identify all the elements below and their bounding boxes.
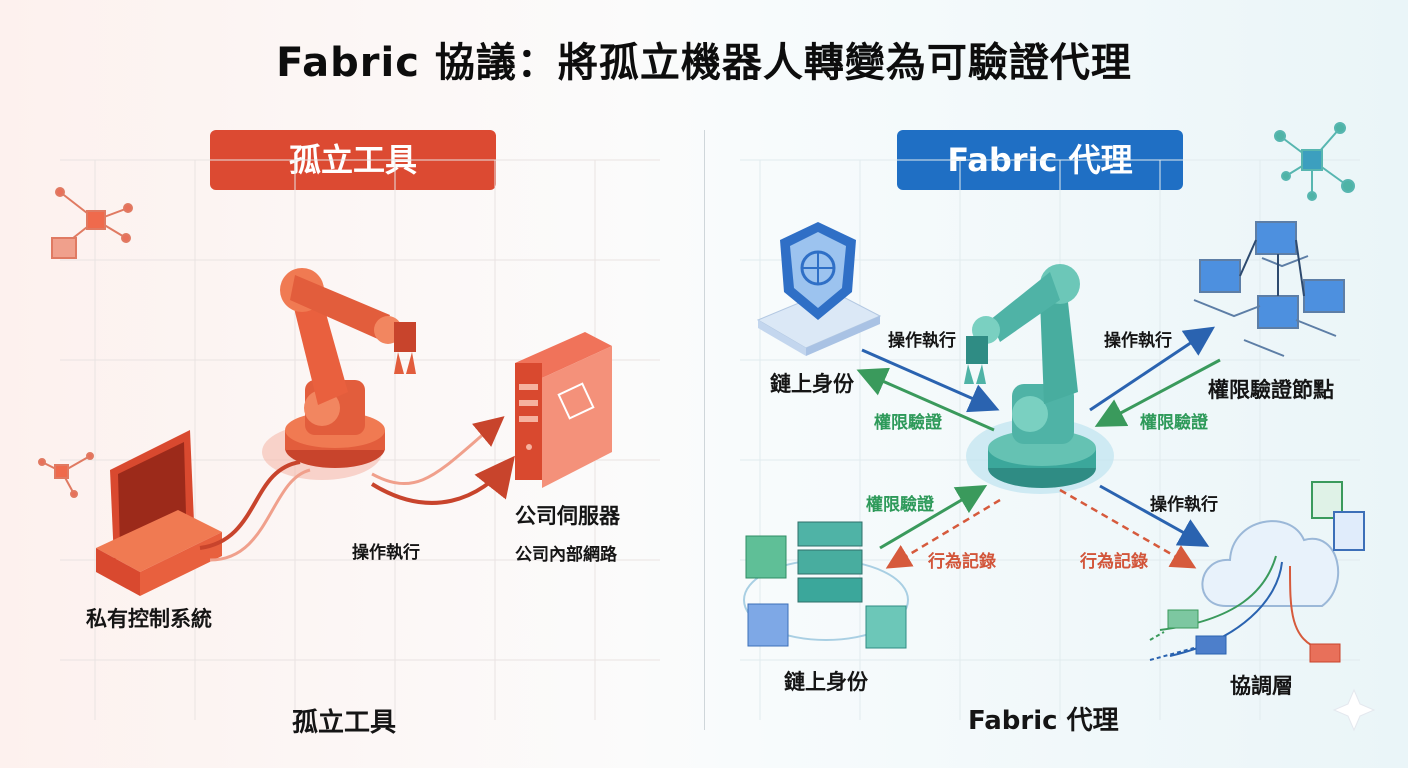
arrow-log-to-chain <box>885 498 1001 569</box>
arrow-action-to-nodes <box>1089 326 1215 412</box>
arrow-permission-from-nodes <box>1094 358 1221 427</box>
identity-label-top: 鏈上身份 <box>770 372 854 396</box>
action-arrow <box>370 455 515 505</box>
sparkle-icon <box>1332 688 1376 732</box>
molecule-icon <box>51 187 133 259</box>
arrow-action-from-identity <box>861 348 1000 413</box>
shield-id-icon <box>756 222 882 356</box>
verify-nodes-label: 權限驗證節點 <box>1208 378 1334 402</box>
computer-icon <box>96 430 222 596</box>
blockchain-cubes-icon <box>743 521 909 649</box>
left-action-label: 操作執行 <box>352 543 420 563</box>
permission-label-2: 權限驗證 <box>1140 413 1208 433</box>
arrow-permission-to-identity <box>856 367 995 432</box>
fabric-robot-arm-icon <box>964 264 1114 494</box>
control-system-label: 私有控制系統 <box>86 607 212 631</box>
permission-label-3: 權限驗證 <box>866 495 934 515</box>
action-label-2: 操作執行 <box>1104 331 1172 351</box>
page-title: Fabric 協議：將孤立機器人轉變為可驗證代理 <box>276 40 1132 86</box>
section-divider <box>704 130 705 730</box>
action-label-1: 操作執行 <box>888 331 956 351</box>
action-label-3: 操作執行 <box>1150 495 1218 515</box>
arrow-action-to-cloud <box>1099 484 1210 547</box>
molecule-icon-small <box>38 452 94 498</box>
server-label: 公司伺服器 <box>515 504 620 528</box>
identity-label-bottom: 鏈上身份 <box>784 670 868 694</box>
cable <box>209 468 311 562</box>
log-label-2: 行為記錄 <box>1080 552 1148 572</box>
network-label: 公司內部網路 <box>515 545 617 565</box>
permission-label-1: 權限驗證 <box>874 413 942 433</box>
network-computers-icon <box>1193 221 1345 357</box>
arrow-permission-from-chain <box>879 484 988 550</box>
left-footer-label: 孤立工具 <box>292 708 397 738</box>
cable <box>199 460 301 550</box>
document-icon <box>1311 481 1365 551</box>
coordination-node-icons <box>1149 609 1341 663</box>
log-label-1: 行為記錄 <box>928 552 996 572</box>
action-arrow <box>371 416 505 485</box>
robot-arm-icon <box>262 268 416 480</box>
right-footer-label: Fabric 代理 <box>968 706 1119 736</box>
cloud-icon <box>1159 520 1340 657</box>
arrow-log-to-cloud <box>1059 488 1197 569</box>
molecule-icon-right <box>1274 122 1355 201</box>
server-icon <box>515 332 612 488</box>
coordination-label: 協調層 <box>1230 674 1293 698</box>
